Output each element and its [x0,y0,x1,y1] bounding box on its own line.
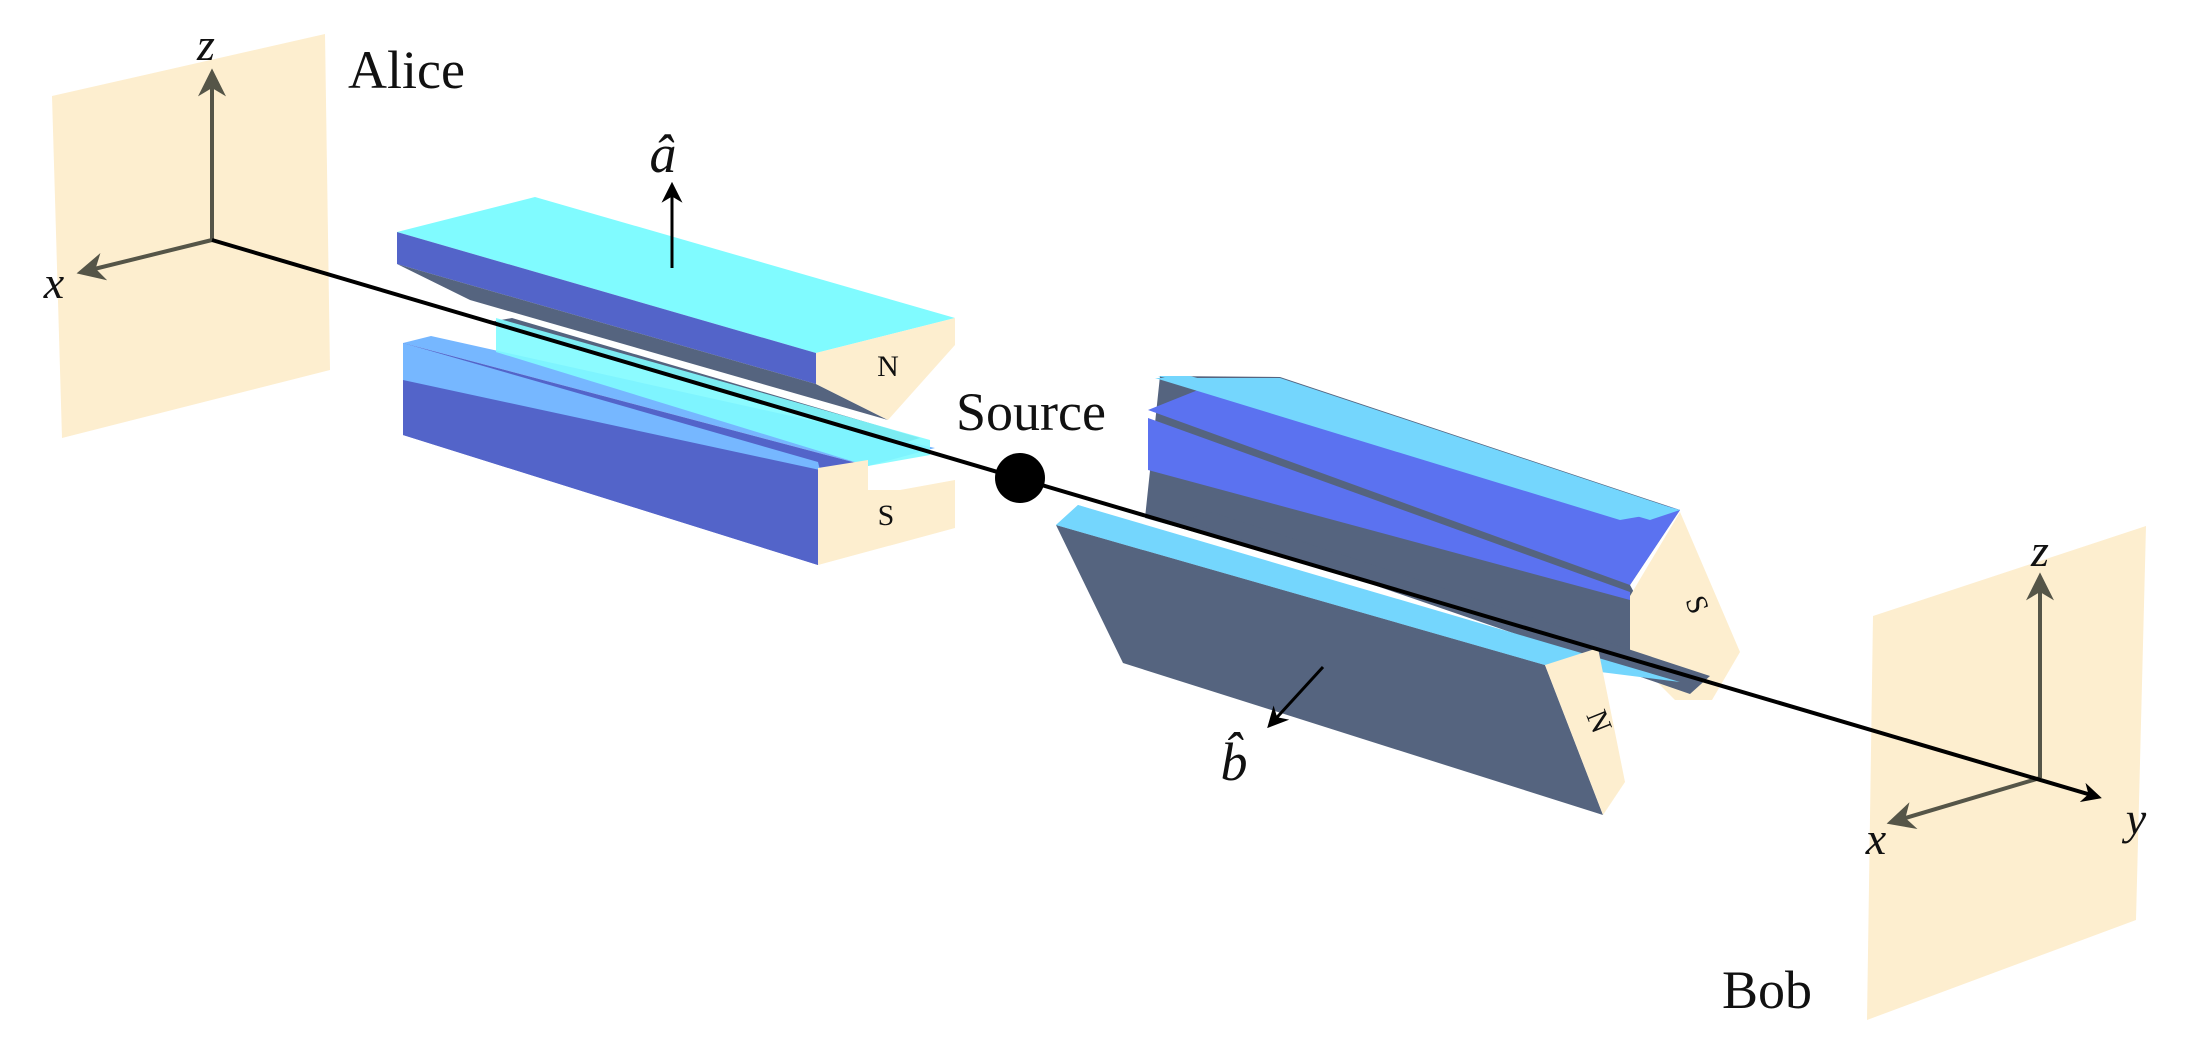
beam-path [211,238,2102,803]
bob-magnet-south [1145,376,1740,700]
pole-label-left-top: N [877,350,899,383]
alice-magnet-north [397,197,955,420]
bob-x-label: x [1865,813,1887,864]
bob-y-label: y [2122,793,2147,844]
alice-axes [76,68,226,281]
bob-magnet-north [1056,505,1710,815]
b-hat-label: b̂ [1221,730,1248,792]
bob-x-axis [1886,776,2041,830]
alice-detector-screen [52,34,330,438]
b-hat-arrow [1267,665,1325,729]
bob-label: Bob [1722,960,1812,1020]
a-hat-label: â [650,124,677,184]
alice-z-label: z [196,19,215,70]
alice-x-label: x [43,257,65,308]
bob-z-label: z [2030,525,2049,576]
pole-label-left-bottom: S [878,499,895,532]
source-label: Source [956,382,1106,442]
alice-x-axis [76,238,213,281]
alice-label: Alice [348,40,465,100]
bob-detector-screen [1867,526,2146,1020]
bob-axes [1886,572,2054,830]
source-dot [995,453,1045,503]
